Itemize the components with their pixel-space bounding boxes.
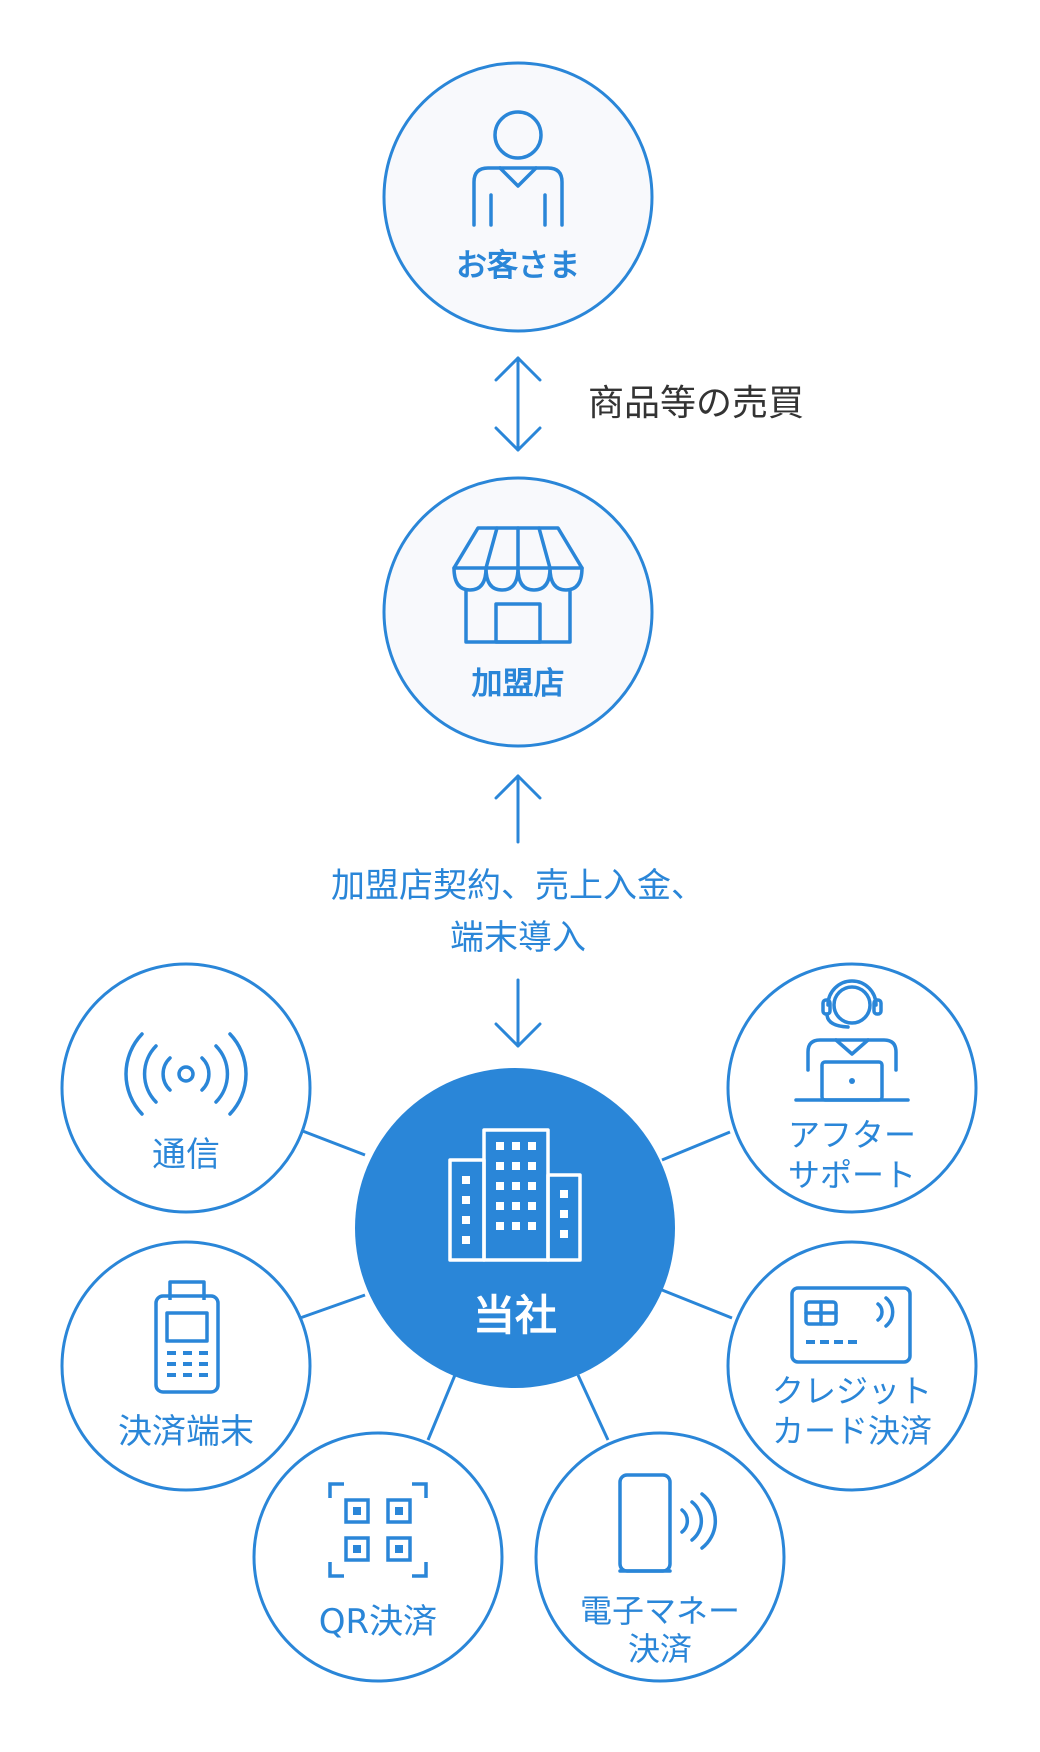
- connector-payment-terminal: [299, 1293, 366, 1320]
- person-icon: [472, 110, 564, 227]
- node-communication: 通信: [60, 962, 312, 1214]
- merchant-label: 加盟店: [472, 666, 565, 702]
- credit-card-icon: [790, 1286, 912, 1364]
- emoney-circle: [534, 1431, 786, 1683]
- qr-payment-circle: [252, 1431, 504, 1683]
- connector-communication: [299, 1128, 366, 1157]
- customer-label: お客さま: [456, 248, 580, 284]
- node-merchant: 加盟店: [382, 476, 654, 748]
- qr-code-icon: [328, 1482, 428, 1578]
- merchant-circle: [382, 476, 654, 748]
- connector-credit-card: [661, 1288, 733, 1320]
- building-icon: [448, 1128, 582, 1262]
- arrow-merchant-company: [494, 774, 542, 1048]
- credit-card-label-line1: クレジット: [772, 1372, 932, 1410]
- smartphone-nfc-icon: [618, 1473, 718, 1573]
- company-label: 当社: [473, 1291, 557, 1340]
- node-credit-card: クレジット カード決済: [726, 1240, 978, 1492]
- headset-operator-icon: [794, 979, 910, 1102]
- node-company: 当社: [355, 1068, 675, 1388]
- credit-card-label-line2: カード決済: [772, 1412, 932, 1450]
- after-support-label-line1: アフター: [788, 1116, 916, 1154]
- keypad: [167, 1351, 208, 1377]
- qr-payment-label: QR決済: [319, 1602, 437, 1642]
- wireless-signal-icon: [124, 1032, 248, 1116]
- connector-lines: [299, 1128, 733, 1441]
- after-support-label-line2: サポート: [788, 1156, 916, 1194]
- customer-circle: [382, 61, 654, 333]
- connector-after-support: [661, 1130, 731, 1162]
- node-after-support: アフター サポート: [726, 962, 978, 1214]
- communication-circle: [60, 962, 312, 1214]
- edge-label-contract-line1: 加盟店契約、売上入金、: [331, 866, 705, 906]
- store-icon: [452, 526, 584, 644]
- payment-terminal-icon: [154, 1280, 220, 1394]
- connector-emoney: [576, 1374, 610, 1441]
- connector-qr-payment: [426, 1374, 457, 1441]
- edge-label-contract-line2: 端末導入: [450, 918, 586, 958]
- node-customer: お客さま: [382, 61, 654, 333]
- credit-card-circle: [726, 1240, 978, 1492]
- arrow-customer-merchant: [494, 356, 542, 452]
- emoney-label-line2: 決済: [628, 1630, 692, 1668]
- after-support-circle: [726, 962, 978, 1214]
- payment-terminal-label: 決済端末: [118, 1412, 254, 1452]
- node-qr-payment: QR決済: [252, 1431, 504, 1683]
- node-payment-terminal: 決済端末: [60, 1240, 312, 1492]
- communication-label: 通信: [152, 1135, 220, 1175]
- emoney-label-line1: 電子マネー: [580, 1592, 740, 1630]
- edge-label-trade: 商品等の売買: [588, 383, 804, 424]
- node-emoney: 電子マネー 決済: [534, 1431, 786, 1683]
